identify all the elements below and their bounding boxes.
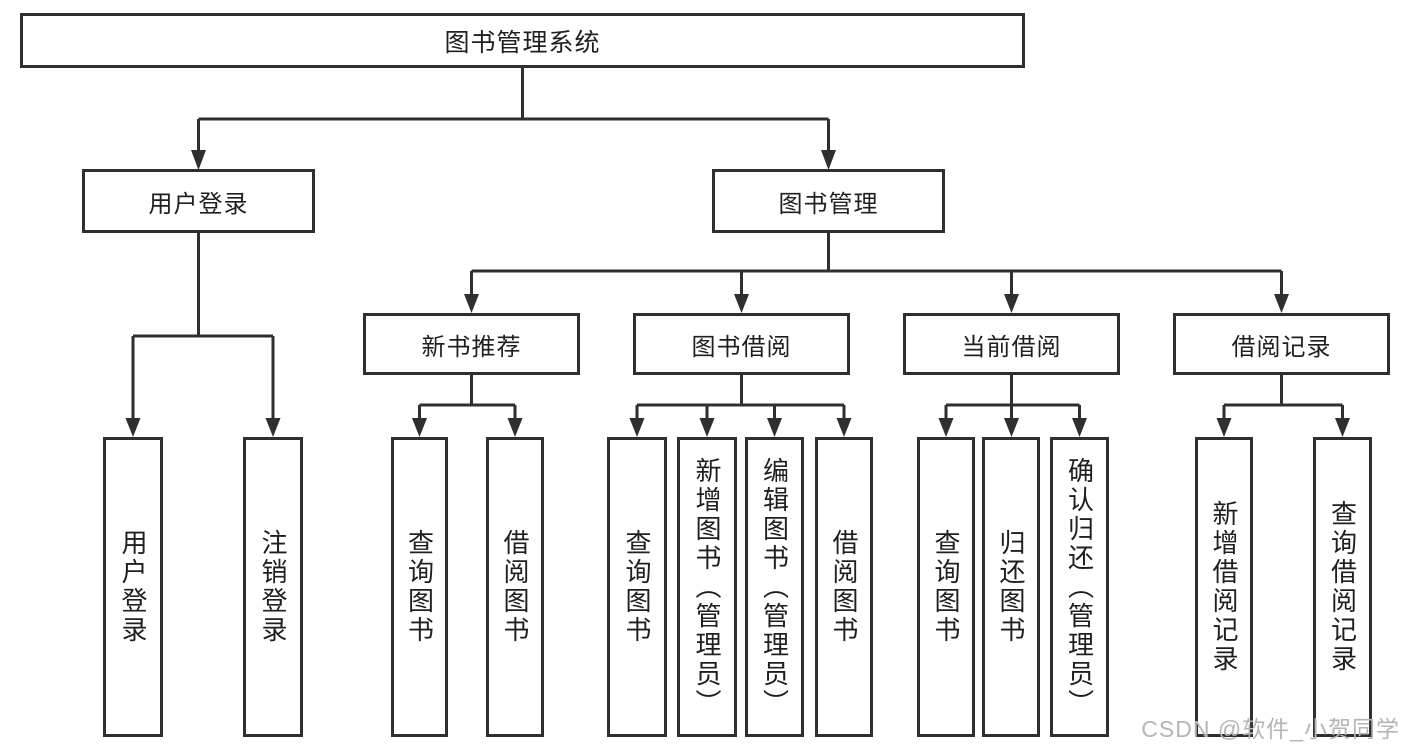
leaf-add-borrow-record: 新增借阅记录 (1195, 437, 1253, 737)
node-user-login: 用户登录 (82, 169, 315, 233)
edges-root-to-level2 (191, 68, 836, 170)
leaf-edit-books-admin: 编辑图书（管理员） (745, 437, 804, 737)
node-book-management: 图书管理 (712, 169, 945, 233)
arrow-down-icon (507, 418, 523, 437)
leaf-return-books: 归还图书 (982, 437, 1040, 737)
arrow-down-icon (1274, 294, 1289, 313)
node-current-borrow: 当前借阅 (903, 313, 1120, 375)
leaf-logout: 注销登录 (243, 437, 303, 737)
arrow-down-icon (821, 150, 836, 170)
node-book-borrow: 图书借阅 (633, 313, 850, 375)
arrow-down-icon (629, 418, 645, 437)
arrow-down-icon (1216, 418, 1232, 437)
edges-current-borrow (938, 375, 1087, 437)
edges-user-login (125, 233, 281, 437)
edges-book-management (464, 233, 1289, 313)
arrow-down-icon (125, 418, 141, 437)
arrow-down-icon (1004, 418, 1019, 437)
arrow-down-icon (412, 418, 427, 437)
leaf-user-login: 用户登录 (103, 437, 163, 737)
arrow-down-icon (734, 294, 749, 313)
node-library-system: 图书管理系统 (20, 13, 1025, 68)
arrow-down-icon (938, 418, 954, 437)
arrow-down-icon (191, 150, 206, 170)
arrow-down-icon (699, 418, 715, 437)
leaf-borrow-books-recommend: 借阅图书 (486, 437, 544, 737)
leaf-confirm-return-admin: 确认归还（管理员） (1050, 437, 1109, 737)
leaf-query-books-current: 查询图书 (917, 437, 975, 737)
arrow-down-icon (1004, 294, 1019, 313)
arrow-down-icon (767, 418, 782, 437)
arrow-down-icon (1072, 418, 1087, 437)
leaf-borrow-books: 借阅图书 (815, 437, 873, 737)
arrow-down-icon (1335, 418, 1350, 437)
arrow-down-icon (265, 418, 281, 437)
edges-book-borrow (629, 375, 852, 437)
arrow-down-icon (464, 294, 479, 313)
node-borrow-records: 借阅记录 (1173, 313, 1390, 375)
leaf-add-books-admin: 新增图书（管理员） (677, 437, 737, 737)
leaf-query-books-recommend: 查询图书 (391, 437, 448, 737)
edges-new-book (412, 375, 523, 437)
csdn-watermark: CSDN @软件_小贺同学 (1141, 716, 1400, 742)
leaf-query-books-borrow: 查询图书 (607, 437, 667, 737)
node-new-book-recommend: 新书推荐 (363, 313, 580, 375)
edges-borrow-records (1216, 375, 1350, 437)
leaf-query-borrow-record: 查询借阅记录 (1313, 437, 1372, 737)
arrow-down-icon (836, 418, 852, 437)
